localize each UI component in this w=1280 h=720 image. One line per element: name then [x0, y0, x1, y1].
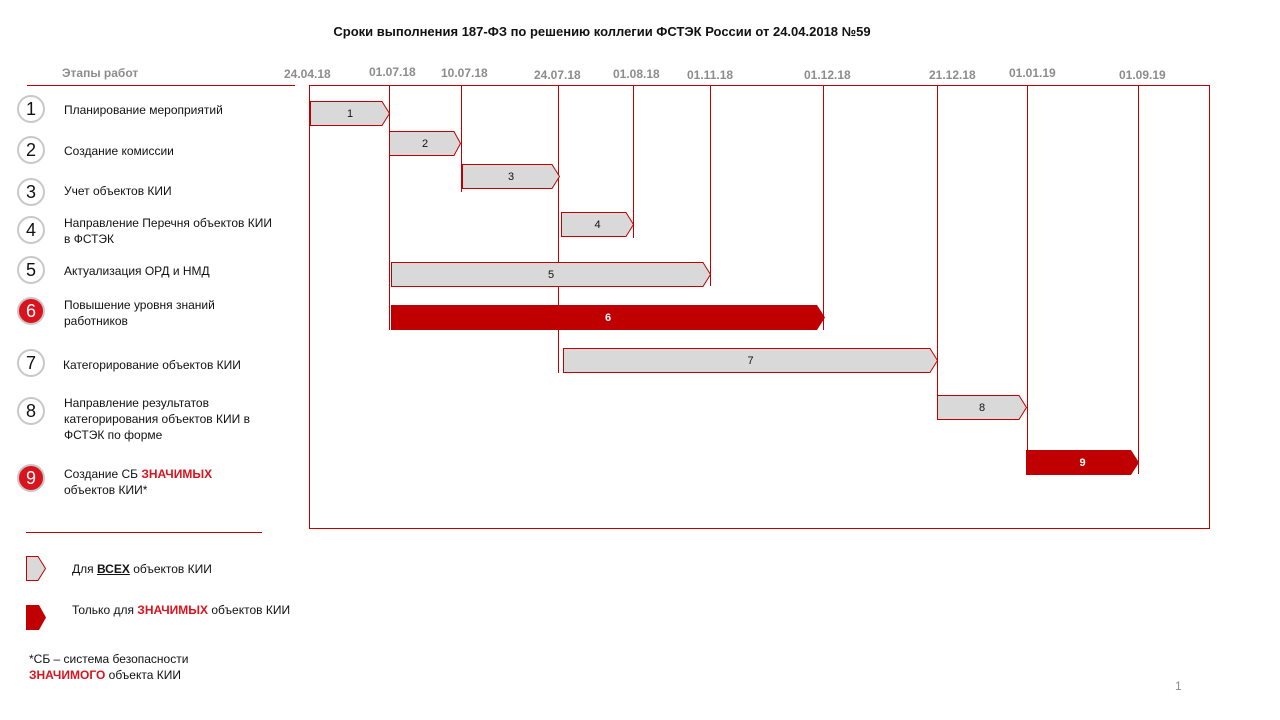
stage-label-6: Повышение уровня знаний работников [64, 298, 215, 328]
stage-label-9-tail: объектов КИИ* [64, 483, 148, 497]
date-label: 01.01.19 [1009, 66, 1056, 80]
stage-number-1: 1 [17, 95, 45, 123]
date-label: 01.11.18 [687, 68, 734, 82]
stage-number-9: 9 [17, 464, 45, 492]
stage-number-4: 4 [17, 216, 45, 244]
stage-label-8: Направление результатов категорирования … [64, 396, 250, 442]
gantt-bar-9: 9 [1026, 450, 1139, 475]
gantt-bar-6: 6 [391, 305, 825, 330]
footnote: *СБ – система безопасности ЗНАЧИМОГО объ… [29, 651, 188, 683]
milestone-line [558, 86, 559, 373]
milestone-line [937, 86, 938, 420]
date-label: 21.12.18 [929, 68, 976, 82]
page-number: 1 [1175, 679, 1182, 693]
stages-header-divider [27, 85, 295, 86]
gantt-frame [309, 85, 1210, 529]
gantt-bar-3: 3 [462, 164, 561, 189]
gantt-bar-8-label: 8 [978, 401, 986, 414]
footnote-emphasis: ЗНАЧИМОГО [29, 668, 106, 682]
milestone-line [1138, 86, 1139, 474]
gantt-bar-8: 8 [937, 395, 1028, 420]
legend-gray-arrow-icon [26, 556, 47, 581]
stage-label-9-highlight: ЗНАЧИМЫХ [141, 467, 213, 481]
stage-label-5: Актуализация ОРД и НМД [64, 264, 210, 278]
date-label: 24.07.18 [534, 68, 581, 82]
stage-label-4: Направление Перечня объектов КИИ в ФСТЭК [64, 216, 272, 246]
gantt-bar-7: 7 [563, 348, 939, 373]
stage-number-8: 8 [17, 397, 45, 425]
legend-all-suffix: объектов КИИ [129, 562, 212, 576]
stage-number-7: 7 [17, 349, 45, 377]
legend-sig-suffix: объектов КИИ [208, 603, 291, 617]
stage-label-3: Учет объектов КИИ [64, 184, 172, 198]
milestone-line [823, 86, 824, 330]
stage-number-5: 5 [17, 256, 45, 284]
stage-number-6: 6 [17, 297, 45, 325]
legend-red-arrow-icon [26, 605, 46, 630]
gantt-bar-9-label: 9 [1079, 456, 1086, 469]
stage-label-9-text: Создание СБ [64, 467, 142, 481]
legend-all-prefix: Для [72, 562, 97, 576]
stage-label-2: Создание комиссии [64, 144, 174, 158]
legend-all-emphasis: ВСЕХ [96, 562, 130, 576]
gantt-bar-4: 4 [561, 212, 635, 237]
date-label: 01.09.19 [1119, 68, 1166, 82]
milestone-line [710, 86, 711, 286]
page-title: Сроки выполнения 187-ФЗ по решению колле… [333, 24, 871, 39]
legend-significant-objects: Только для ЗНАЧИМЫХ объектов КИИ [72, 602, 297, 618]
gantt-bar-2: 2 [389, 131, 462, 156]
legend-sig-emphasis: ЗНАЧИМЫХ [137, 603, 209, 617]
milestone-line [461, 86, 462, 192]
gantt-bar-7-label: 7 [747, 354, 754, 367]
stages-header: Этапы работ [62, 66, 139, 80]
footnote-line1: *СБ – система безопасности [29, 652, 189, 666]
stage-number-3: 3 [17, 178, 45, 206]
legend-divider [26, 532, 262, 533]
gantt-bar-5: 5 [391, 262, 712, 287]
milestone-line [633, 86, 634, 238]
gantt-bar-3-label: 3 [507, 170, 515, 183]
date-label: 01.08.18 [613, 67, 660, 81]
date-label: 01.12.18 [804, 68, 851, 82]
stage-label-1: Планирование мероприятий [64, 103, 223, 117]
gantt-bar-1: 1 [310, 101, 391, 126]
date-label: 10.07.18 [441, 66, 488, 80]
gantt-bar-5-label: 5 [547, 268, 555, 281]
stage-number-2: 2 [17, 136, 45, 164]
milestone-line [389, 86, 390, 330]
legend-all-objects: Для ВСЕХ объектов КИИ [72, 561, 212, 577]
milestone-line [1027, 86, 1028, 474]
gantt-bar-1-label: 1 [346, 107, 354, 120]
stage-label-7: Категорирование объектов КИИ [63, 358, 241, 372]
legend-sig-prefix: Только для [72, 603, 138, 617]
gantt-bar-4-label: 4 [594, 218, 601, 231]
gantt-bar-2-label: 2 [421, 137, 429, 150]
gantt-bar-6-label: 6 [604, 311, 612, 324]
stage-label-9: Создание СБ ЗНАЧИМЫХ объектов КИИ* [64, 466, 264, 498]
footnote-tail: объекта КИИ [105, 668, 181, 682]
date-label: 24.04.18 [284, 67, 331, 81]
date-label: 01.07.18 [369, 65, 416, 79]
